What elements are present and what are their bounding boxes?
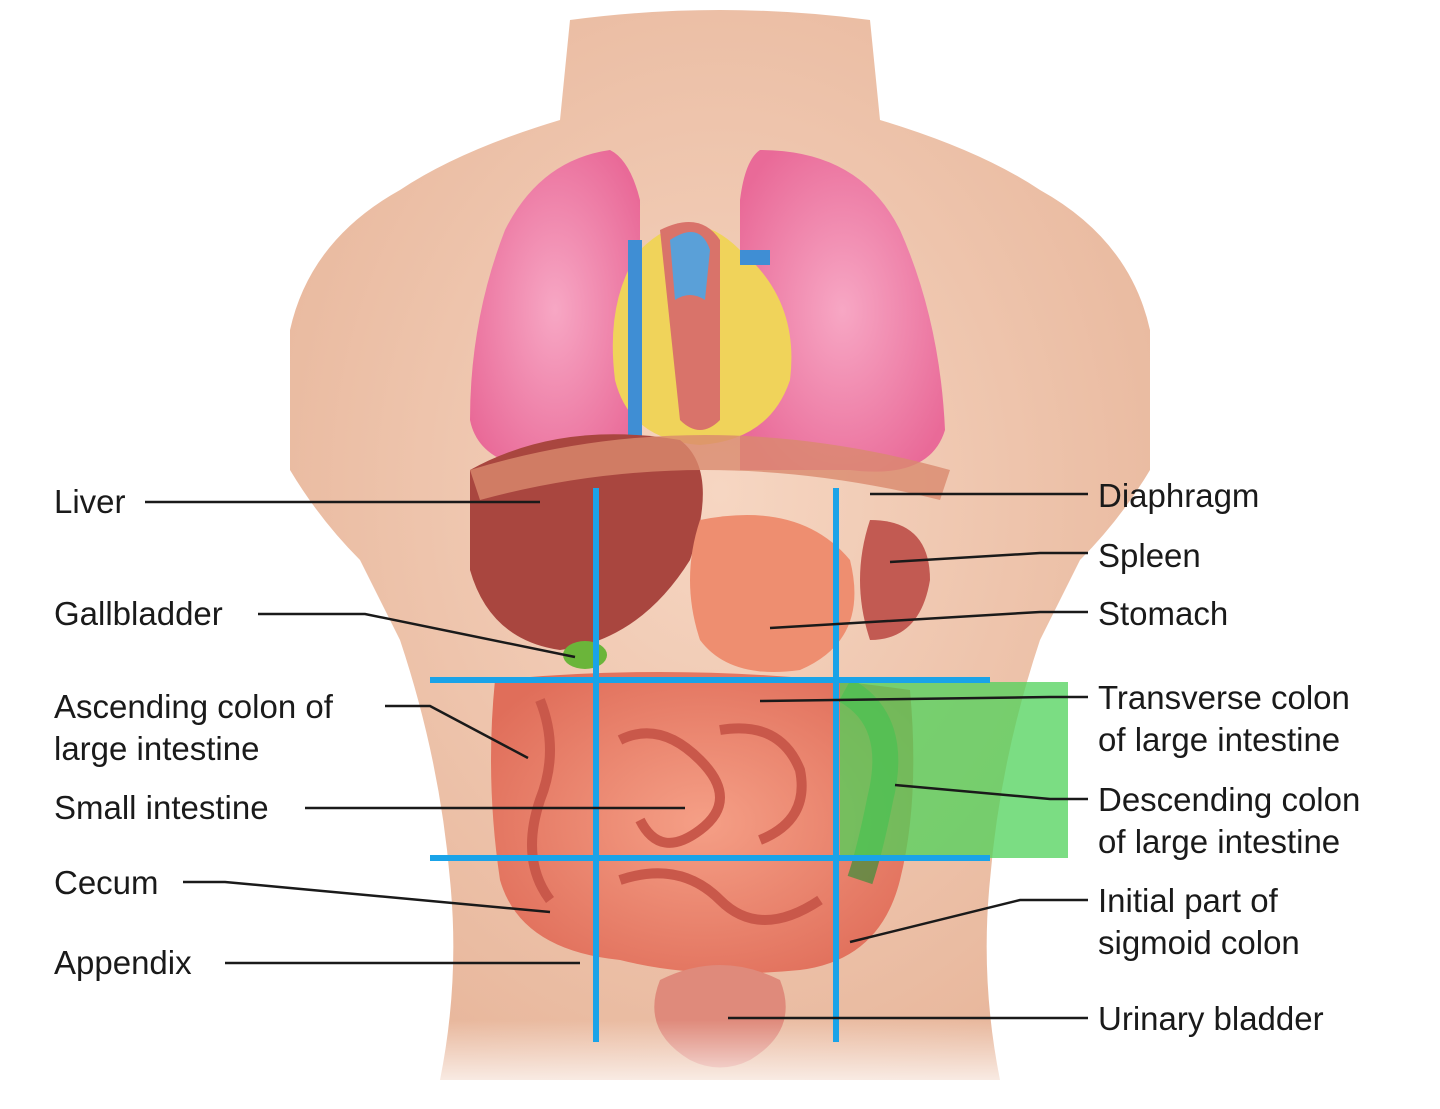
label-descending-colon: Descending colon of large intestine [1098, 781, 1361, 860]
highlight-region [840, 682, 1068, 858]
leader-transverse-colon [759, 695, 1088, 703]
label-urinary-bladder: Urinary bladder [1098, 1000, 1324, 1037]
spleen-organ [860, 520, 930, 640]
label-transverse-colon: Transverse colon of large intestine [1098, 679, 1350, 758]
leader-spleen [889, 551, 1088, 564]
leader-lines [145, 492, 1088, 1020]
label-liver: Liver [54, 483, 126, 520]
leader-cecum [183, 880, 551, 914]
leader-descending-colon [894, 783, 1088, 801]
lungs [470, 150, 945, 472]
leader-sigmoid-colon [849, 898, 1088, 944]
leader-gallbladder [258, 612, 576, 659]
label-gallbladder: Gallbladder [54, 595, 223, 632]
label-ascending-colon: Ascending colon of large intestine [54, 688, 333, 767]
label-diaphragm: Diaphragm [1098, 477, 1260, 514]
stomach-organ [690, 515, 855, 672]
label-sigmoid-colon: Initial part of sigmoid colon [1098, 882, 1300, 961]
leader-stomach [769, 610, 1088, 630]
label-appendix: Appendix [54, 944, 192, 981]
diaphragm-organ [470, 435, 950, 500]
label-spleen: Spleen [1098, 537, 1201, 574]
abdominal-region-grid [430, 488, 990, 1042]
label-cecum: Cecum [54, 864, 159, 901]
leader-ascending-colon [385, 704, 529, 760]
label-stomach: Stomach [1098, 595, 1229, 632]
heart [612, 222, 792, 460]
label-small-intestine: Small intestine [54, 789, 269, 826]
